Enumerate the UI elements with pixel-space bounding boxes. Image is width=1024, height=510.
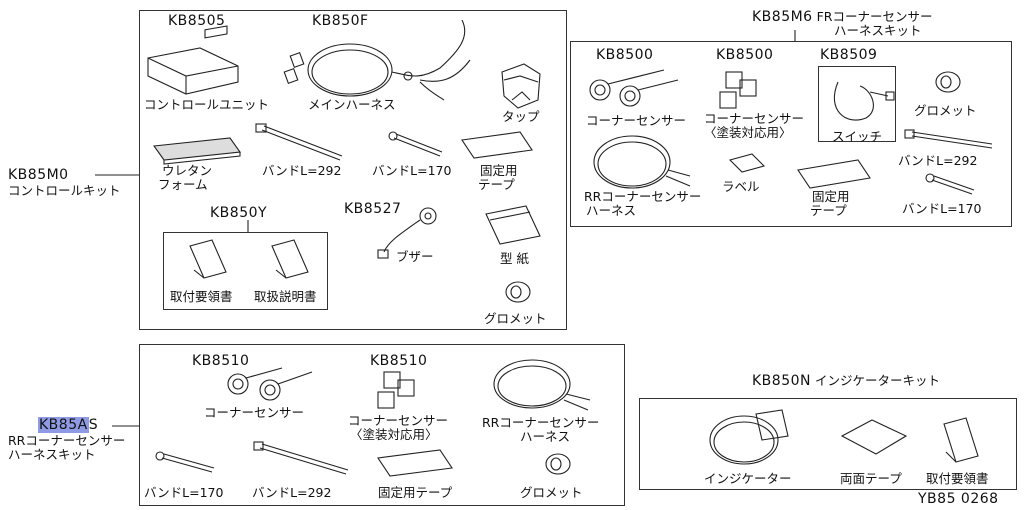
kb85m6-kit-box xyxy=(570,41,1012,227)
rr-sensor-label: コーナーセンサー xyxy=(204,405,305,420)
fr-kb8500-paint-code: KB8500 xyxy=(716,47,774,63)
fr-rr-harness-label-1: RRコーナーセンサー xyxy=(584,189,702,204)
switch-label: スイッチ xyxy=(832,129,883,144)
fr-fix-tape-label-2: テープ xyxy=(810,203,847,218)
kb85as-code: KB85AS xyxy=(38,417,99,433)
rr-sensor-paint-label-1: コーナーセンサー xyxy=(348,413,449,428)
fix-tape-label-1: 固定用 xyxy=(480,163,518,178)
kb850n-kit-box xyxy=(639,398,1017,490)
indicator-label: インジケーター xyxy=(704,471,792,486)
kb85as-name-1: RRコーナーセンサー xyxy=(8,433,126,448)
instructions-label: 取扱説明書 xyxy=(254,289,317,304)
switch-frame xyxy=(818,66,896,142)
indicator-manual-label: 取付要領書 xyxy=(926,471,989,486)
kb850y-docs-box xyxy=(163,232,328,310)
kb8505-code: KB8505 xyxy=(168,13,226,29)
kb8527-code: KB8527 xyxy=(344,201,402,217)
kb850n-title: KB850N インジケーターキット xyxy=(752,373,940,389)
fr-band-170-label: バンドL=170 xyxy=(902,201,982,216)
kb850y-code: KB850Y xyxy=(210,205,268,221)
kb8509-code: KB8509 xyxy=(820,47,878,63)
rr-kb8510-paint-code: KB8510 xyxy=(370,353,428,369)
kb8505-name: コントロールユニット xyxy=(144,97,270,112)
tap-label: タップ xyxy=(502,109,540,124)
rr-fix-tape-label: 固定用テープ xyxy=(378,485,453,500)
manual-label: 取付要領書 xyxy=(170,289,233,304)
kb850n-name: インジケーターキット xyxy=(814,373,940,388)
fix-tape-label-2: テープ xyxy=(478,177,515,192)
rr-grommet-label: グロメット xyxy=(520,485,583,500)
foam-label-2: フォーム xyxy=(158,177,208,192)
kb85m6-name-1: FRコーナーセンサー xyxy=(816,9,933,24)
kb85as-name-2: ハーネスキット xyxy=(8,447,96,462)
fr-rr-harness-label-2: ハーネス xyxy=(586,203,637,218)
rr-harness-label-1: RRコーナーセンサー xyxy=(482,415,600,430)
kb850f-code: KB850F xyxy=(312,13,369,29)
fr-kb8500-code: KB8500 xyxy=(596,47,654,63)
kb85m0-name: コントロールキット xyxy=(8,183,121,198)
buzzer-label: ブザー xyxy=(396,249,434,264)
grommet-label: グロメット xyxy=(484,311,547,326)
kb850n-code: KB850N xyxy=(752,373,811,389)
label-label: ラベル xyxy=(722,179,760,194)
kb85m6-code: KB85M6 xyxy=(752,9,813,25)
fr-sensor-paint-label-2: 〈塗装対応用〉 xyxy=(704,125,792,140)
kb85m0-kit-box xyxy=(139,10,567,330)
rr-band-170-label: バンドL=170 xyxy=(144,485,224,500)
rr-band-292-label: バンドL=292 xyxy=(252,485,332,500)
kb85m6-name-2: ハーネスキット xyxy=(834,23,922,38)
rr-sensor-paint-label-2: 〈塗装対応用〉 xyxy=(350,427,438,442)
kb85m6-title: KB85M6 FRコーナーセンサー xyxy=(752,9,933,25)
fr-band-292-label: バンドL=292 xyxy=(898,153,978,168)
fr-grommet-label: グロメット xyxy=(914,103,977,118)
kb85as-kit-box xyxy=(139,344,625,506)
rr-harness-label-2: ハーネス xyxy=(520,429,571,444)
kb85as-code-suffix: S xyxy=(88,417,99,433)
kb85as-code-highlight: KB85A xyxy=(38,417,89,433)
band-170-label: バンドL=170 xyxy=(372,163,452,178)
kb850f-name: メインハーネス xyxy=(308,97,396,112)
double-tape-label: 両面テープ xyxy=(840,471,902,486)
kb85m0-code: KB85M0 xyxy=(8,167,69,183)
template-label: 型 紙 xyxy=(500,251,529,266)
fr-sensor-label: コーナーセンサー xyxy=(586,113,687,128)
fr-sensor-paint-label-1: コーナーセンサー xyxy=(704,111,805,126)
rr-kb8510-code: KB8510 xyxy=(192,353,250,369)
foam-label-1: ウレタン xyxy=(162,163,213,178)
figure-id: YB85 0268 xyxy=(918,491,999,507)
fr-fix-tape-label-1: 固定用 xyxy=(812,189,850,204)
band-292-label: バンドL=292 xyxy=(262,163,342,178)
